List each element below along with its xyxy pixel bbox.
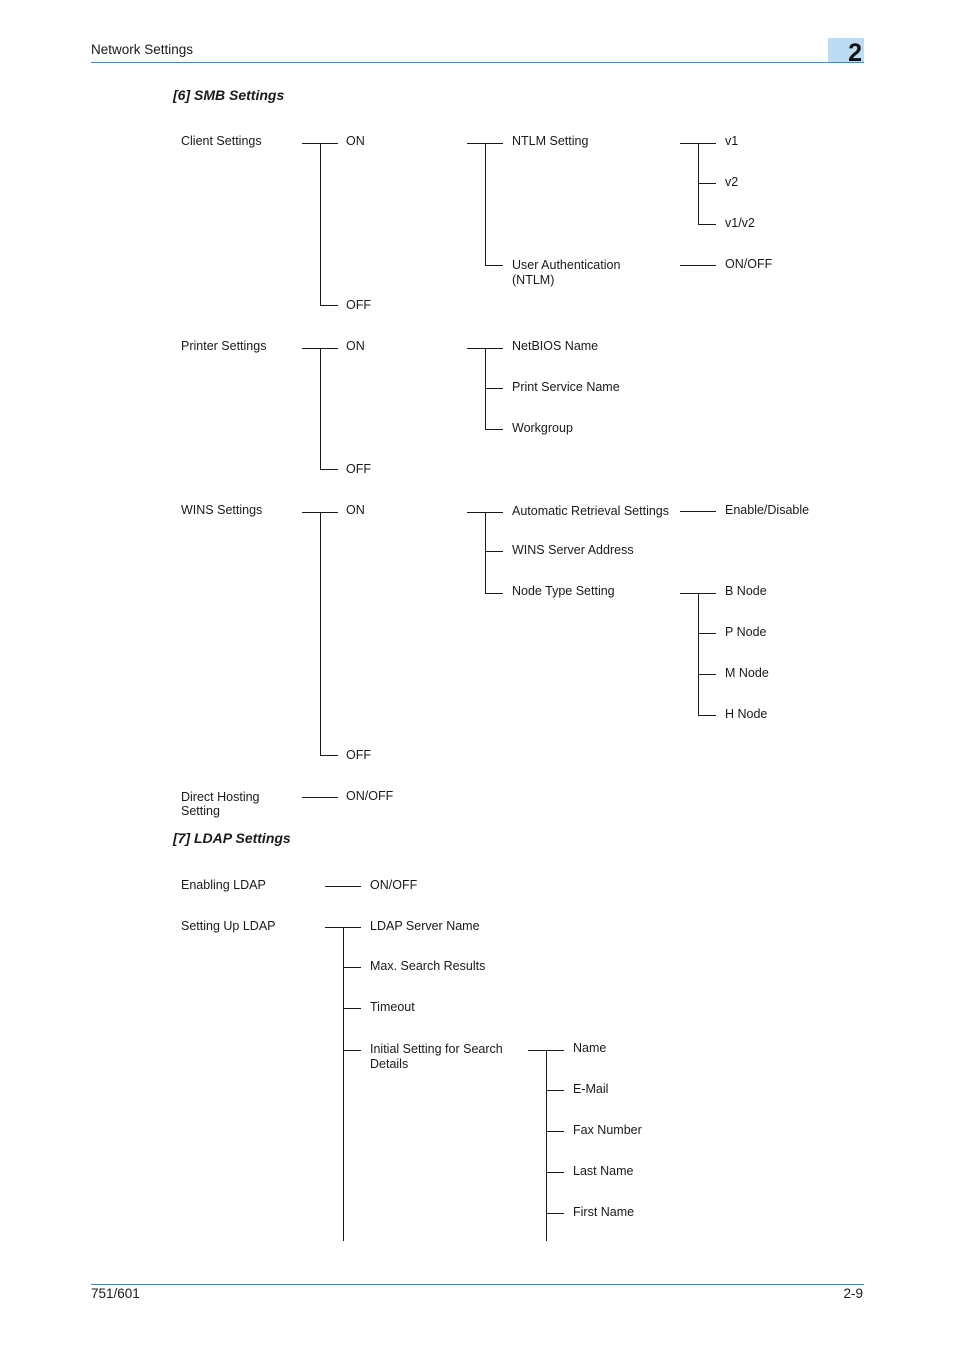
tree-line: [343, 927, 344, 1241]
ntlm-v1-label: v1: [725, 134, 739, 148]
netbios-name-label: NetBIOS Name: [512, 339, 599, 353]
wins-off-label: OFF: [346, 748, 371, 762]
ntlm-v2-label: v2: [725, 175, 739, 189]
tree-line: [320, 469, 338, 470]
m-node-label: M Node: [725, 666, 769, 680]
page-header-title: Network Settings: [91, 42, 194, 57]
tree-line: [485, 388, 503, 389]
search-first-name-label: First Name: [573, 1205, 635, 1219]
tree-line: [302, 797, 338, 798]
search-fax-number-label: Fax Number: [573, 1123, 642, 1137]
tree-line: [343, 1050, 361, 1051]
tree-line: [325, 886, 361, 887]
footer-page-number: 2-9: [843, 1286, 863, 1301]
direct-hosting-value-label: ON/OFF: [346, 789, 394, 803]
max-search-results-label: Max. Search Results: [370, 959, 486, 973]
tree-line: [485, 512, 486, 594]
tree-line: [546, 1172, 564, 1173]
wins-settings-label: WINS Settings: [181, 503, 263, 517]
tree-line: [546, 1213, 564, 1214]
tree-line: [680, 265, 716, 266]
tree-line: [320, 512, 321, 756]
h-node-label: H Node: [725, 707, 768, 721]
tree-line: [485, 265, 503, 266]
b-node-label: B Node: [725, 584, 767, 598]
chapter-badge: 2: [828, 38, 864, 67]
initial-setting-label-line2: Details: [370, 1057, 409, 1071]
tree-line: [546, 1131, 564, 1132]
direct-hosting-label-line2: Setting: [181, 804, 220, 818]
tree-line: [698, 143, 699, 225]
direct-hosting-label-line1: Direct Hosting: [181, 790, 260, 804]
chapter-number: 2: [848, 39, 862, 67]
setting-up-ldap-label: Setting Up LDAP: [181, 919, 276, 933]
search-email-label: E-Mail: [573, 1082, 609, 1096]
ldap-server-name-label: LDAP Server Name: [370, 919, 480, 933]
user-auth-label-line2: (NTLM): [512, 273, 555, 287]
tree-line: [343, 967, 361, 968]
tree-line: [320, 348, 321, 470]
tree-line: [485, 551, 503, 552]
auto-retrieval-label: Automatic Retrieval Settings: [512, 504, 670, 518]
printer-off-label: OFF: [346, 462, 371, 476]
tree-line: [485, 348, 486, 430]
ldap-section-title: [7] LDAP Settings: [173, 830, 291, 846]
tree-line: [698, 224, 716, 225]
tree-line: [698, 715, 716, 716]
client-off-label: OFF: [346, 298, 371, 312]
auto-retrieval-value-label: Enable/Disable: [725, 503, 810, 517]
tree-line: [485, 429, 503, 430]
ntlm-v1v2-label: v1/v2: [725, 216, 755, 230]
tree-line: [698, 593, 699, 716]
timeout-label: Timeout: [370, 1000, 415, 1014]
client-settings-label: Client Settings: [181, 134, 262, 148]
tree-line: [320, 305, 338, 306]
tree-line: [546, 1050, 547, 1241]
client-on-label: ON: [346, 134, 365, 148]
tree-line: [485, 143, 486, 266]
user-auth-value-label: ON/OFF: [725, 257, 773, 271]
wins-server-address-label: WINS Server Address: [512, 543, 634, 557]
tree-line: [698, 183, 716, 184]
tree-line: [320, 143, 321, 306]
tree-line: [485, 593, 503, 594]
tree-line: [343, 1008, 361, 1009]
wins-on-label: ON: [346, 503, 365, 517]
print-service-name-label: Print Service Name: [512, 380, 620, 394]
tree-line: [698, 674, 716, 675]
initial-setting-label-line1: Initial Setting for Search: [370, 1042, 503, 1056]
tree-line: [320, 755, 338, 756]
tree-line: [698, 633, 716, 634]
footer-rule: [91, 1284, 864, 1285]
search-last-name-label: Last Name: [573, 1164, 634, 1178]
node-type-setting-label: Node Type Setting: [512, 584, 615, 598]
p-node-label: P Node: [725, 625, 767, 639]
tree-line: [546, 1090, 564, 1091]
header-rule: [91, 62, 864, 63]
footer-model: 751/601: [91, 1286, 140, 1301]
enabling-ldap-value-label: ON/OFF: [370, 878, 418, 892]
enabling-ldap-label: Enabling LDAP: [181, 878, 266, 892]
tree-line: [680, 511, 716, 512]
search-name-label: Name: [573, 1041, 607, 1055]
ntlm-setting-label: NTLM Setting: [512, 134, 589, 148]
printer-on-label: ON: [346, 339, 365, 353]
smb-section-title: [6] SMB Settings: [173, 87, 285, 103]
printer-settings-label: Printer Settings: [181, 339, 267, 353]
workgroup-label: Workgroup: [512, 421, 573, 435]
user-auth-label-line1: User Authentication: [512, 258, 621, 272]
